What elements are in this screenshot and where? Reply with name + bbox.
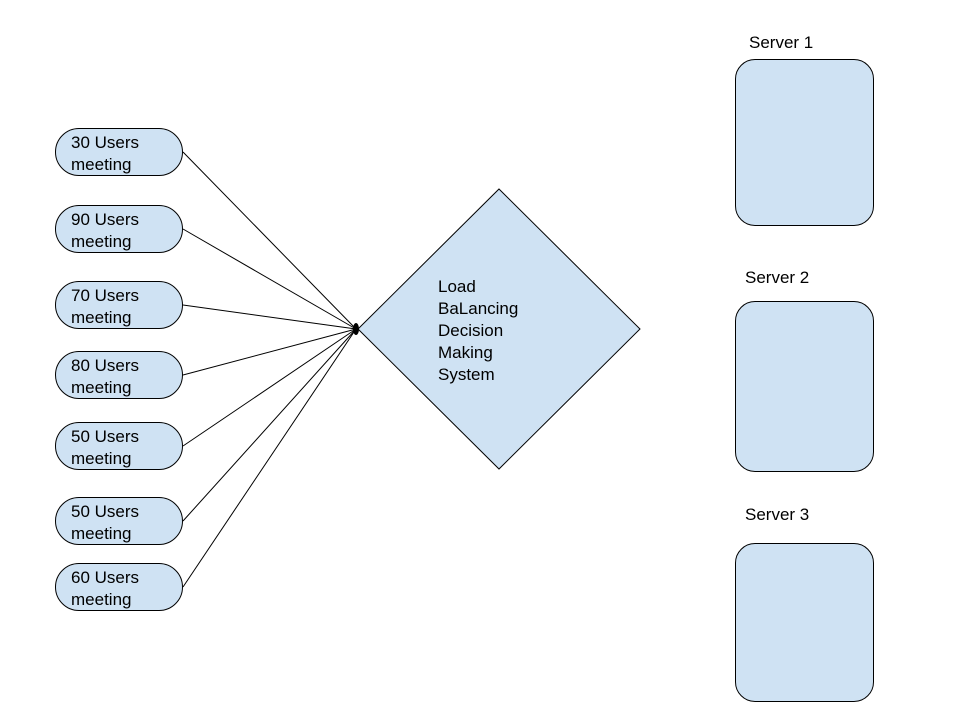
server-2-label: Server 2: [745, 268, 810, 287]
meeting-node-50-users-second[interactable]: 50 Users meeting: [55, 497, 183, 545]
connector-line: [182, 328, 357, 447]
connector-line: [182, 328, 357, 588]
meeting-word-label: meeting: [71, 449, 132, 468]
meeting-word-label: meeting: [71, 590, 132, 609]
server-1-box[interactable]: [735, 59, 874, 226]
meeting-word-label: meeting: [71, 524, 132, 543]
meeting-word-label: meeting: [71, 155, 132, 174]
load-balancer-label: Load BaLancing Decision Making System: [438, 276, 518, 386]
meeting-node-50-users[interactable]: 50 Users meeting: [55, 422, 183, 470]
connector-junction: [353, 323, 359, 335]
connector-line: [182, 228, 357, 330]
connector-line: [182, 151, 357, 330]
server-3-label: Server 3: [745, 505, 810, 524]
meeting-node-30-users[interactable]: 30 Users meeting: [55, 128, 183, 176]
meeting-word-label: meeting: [71, 308, 132, 327]
connector-line: [182, 304, 357, 330]
load-balancer-label-line: Making: [438, 343, 493, 362]
load-balancer-diamond: [357, 188, 641, 470]
meeting-users-label: 50 Users: [71, 502, 140, 521]
load-balancer-label-line: System: [438, 365, 495, 384]
load-balancer-label-line: BaLancing: [438, 299, 519, 318]
meeting-users-label: 60 Users: [71, 568, 140, 587]
meeting-node-70-users[interactable]: 70 Users meeting: [55, 281, 183, 329]
load-balancer-label-line: Load: [438, 277, 476, 296]
server-2-box[interactable]: [735, 301, 874, 472]
meeting-users-label: 70 Users: [71, 286, 140, 305]
connector-line: [182, 328, 357, 522]
meeting-users-label: 50 Users: [71, 427, 140, 446]
meeting-node-90-users[interactable]: 90 Users meeting: [55, 205, 183, 253]
meeting-users-label: 80 Users: [71, 356, 140, 375]
meeting-word-label: meeting: [71, 378, 132, 397]
meeting-users-label: 30 Users: [71, 133, 140, 152]
meeting-node-80-users[interactable]: 80 Users meeting: [55, 351, 183, 399]
server-3-box[interactable]: [735, 543, 874, 702]
meeting-node-60-users[interactable]: 60 Users meeting: [55, 563, 183, 611]
meeting-users-label: 90 Users: [71, 210, 140, 229]
meeting-word-label: meeting: [71, 232, 132, 251]
connector-line: [182, 328, 357, 376]
load-balancer-label-line: Decision: [438, 321, 504, 340]
server-1-label: Server 1: [749, 33, 814, 52]
